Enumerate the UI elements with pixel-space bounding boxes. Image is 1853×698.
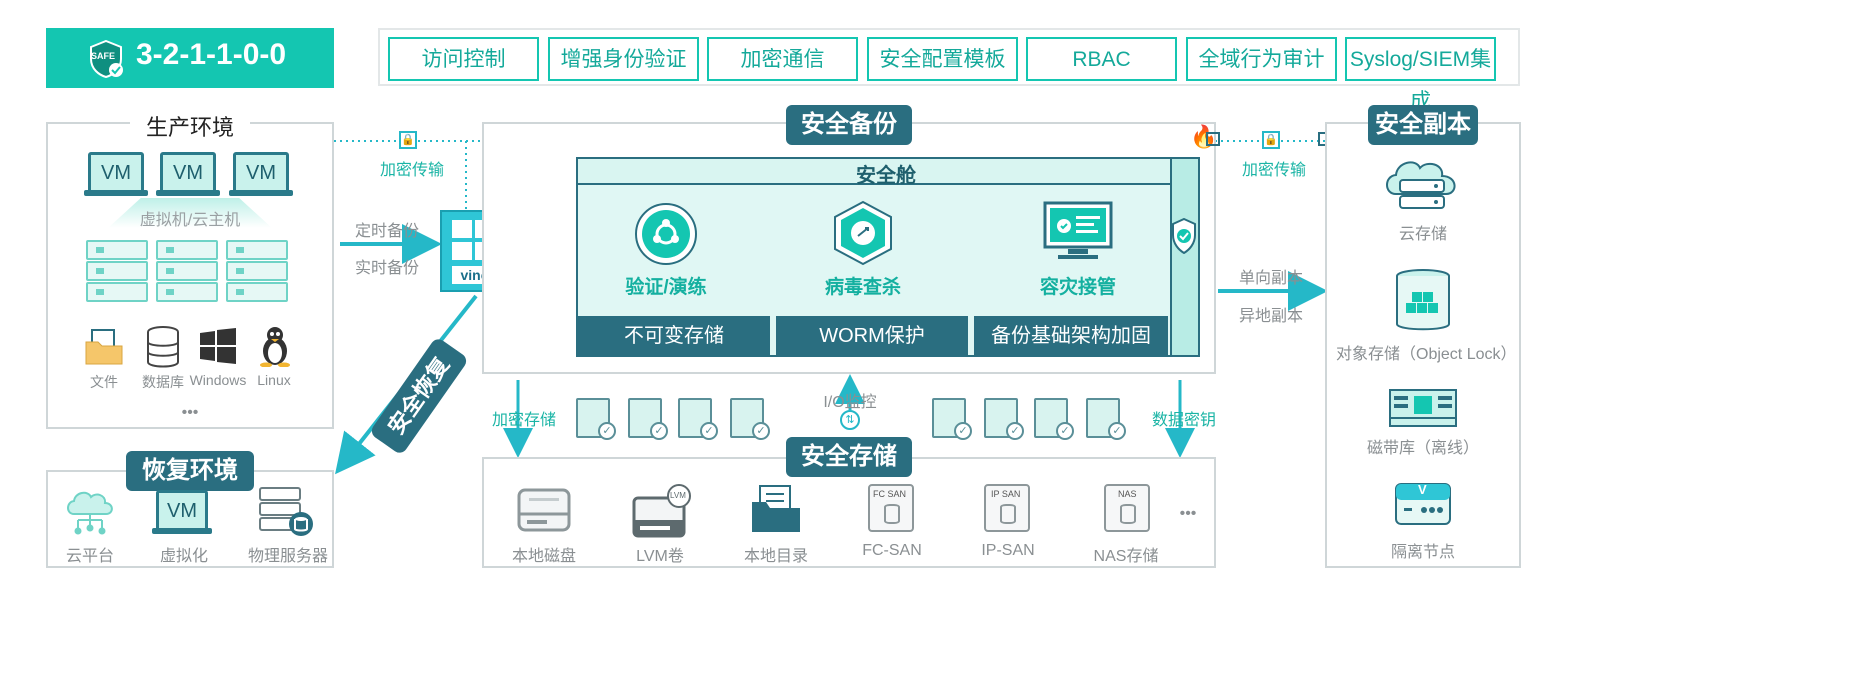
- recovery-item-label: 物理服务器: [247, 548, 328, 565]
- os-label: 文件: [90, 374, 118, 390]
- feature-tag: RBAC: [1026, 37, 1177, 81]
- object-storage-icon: [1394, 268, 1452, 337]
- vm-icon: VM: [160, 152, 216, 194]
- recovery-item-label: 虚拟化: [159, 548, 208, 565]
- storage-label: NAS存储: [1093, 548, 1159, 565]
- realtime-backup-label: 实时备份: [355, 260, 420, 277]
- feature-tag: 增强身份验证: [548, 37, 699, 81]
- immutable-storage-bar: 不可变存储: [578, 316, 770, 356]
- shield-check-icon: [1172, 217, 1196, 259]
- worm-protection-bar: WORM保护: [776, 316, 968, 356]
- verify-drill-icon: [634, 202, 698, 271]
- windows-icon: [200, 328, 236, 369]
- safe-shield-icon: SAFE: [88, 39, 124, 79]
- recovery-item-label: 云平台: [65, 548, 114, 565]
- scheduled-backup-label: 定时备份: [355, 223, 420, 240]
- one-way-copy-label: 单向副本: [1238, 270, 1303, 287]
- fc-san-icon: FC SAN: [868, 484, 914, 532]
- vm-caption: 虚拟机/云主机: [139, 212, 241, 229]
- copy-label: 对象存储（Object Lock）: [1336, 346, 1517, 363]
- os-label: Windows: [189, 372, 247, 388]
- tape-library-icon: [1388, 388, 1458, 433]
- copy-label: 隔离节点: [1390, 544, 1455, 561]
- local-directory-icon: [750, 484, 802, 539]
- nas-icon: NAS: [1104, 484, 1150, 532]
- storage-label: 本地目录: [743, 548, 808, 565]
- storage-label: IP-SAN: [981, 542, 1035, 559]
- io-monitor-label: I/O监控: [823, 394, 877, 411]
- brand-text: 3-2-1-1-0-0: [136, 38, 287, 71]
- isolated-node-icon: V: [1394, 482, 1452, 526]
- encrypted-storage-label: 加密存储: [492, 412, 557, 429]
- os-label: Linux: [257, 372, 291, 388]
- local-disk-icon: [517, 486, 571, 539]
- cloud-storage-icon: [1382, 154, 1464, 219]
- vault-title: 安全舱: [856, 165, 916, 187]
- database-icon: [146, 326, 180, 373]
- feature-tag: 全域行为审计: [1186, 37, 1337, 81]
- encrypted-transfer-label: 加密传输: [1242, 162, 1307, 179]
- fc-san-badge: FC SAN: [873, 489, 907, 499]
- physical-server-icon: [256, 486, 318, 543]
- copy-label: 云存储: [1398, 226, 1447, 243]
- storage-label: FC-SAN: [862, 542, 922, 559]
- more-dots: •••: [181, 404, 199, 421]
- step-label: 病毒查杀: [824, 277, 901, 298]
- offsite-copy-label: 异地副本: [1238, 308, 1303, 325]
- isolated-node-badge: V: [1418, 482, 1427, 497]
- storage-more-dots: •••: [1179, 505, 1197, 522]
- nas-badge: NAS: [1118, 489, 1137, 499]
- storage-label: LVM卷: [636, 548, 684, 565]
- feature-tag: 安全配置模板: [867, 37, 1018, 81]
- secure-backup-title: 安全备份: [786, 105, 912, 145]
- folder-icon: [84, 328, 124, 371]
- copy-label: 磁带库（离线）: [1366, 440, 1479, 457]
- io-monitor-icon: ⇅: [840, 410, 860, 430]
- firewall-icon: [1206, 132, 1220, 146]
- antivirus-icon: [832, 200, 894, 271]
- os-label: 数据库: [142, 374, 184, 390]
- storage-label: 本地磁盘: [511, 548, 576, 565]
- step-label: 容灾接管: [1039, 277, 1116, 298]
- ip-san-badge: IP SAN: [991, 489, 1021, 499]
- secure-copy-title: 安全副本: [1368, 105, 1478, 145]
- ip-san-icon: IP SAN: [984, 484, 1030, 532]
- data-key-label: 数据密钥: [1152, 412, 1217, 429]
- virtualization-vm-icon: VM: [156, 490, 208, 532]
- safe-badge-text: SAFE: [91, 51, 116, 61]
- recovery-title: 恢复环境: [126, 451, 254, 491]
- cloud-platform-icon: [64, 486, 116, 541]
- disaster-takeover-icon: [1042, 200, 1114, 267]
- step-label: 验证/演练: [625, 277, 707, 298]
- feature-tag: 访问控制: [388, 37, 539, 81]
- production-title: 生产环境: [130, 110, 250, 142]
- linux-icon: [258, 325, 292, 372]
- feature-tag: Syslog/SIEM集成: [1345, 37, 1496, 113]
- lvm-badge: LVM: [670, 491, 686, 500]
- encrypted-transfer-label: 加密传输: [380, 162, 445, 179]
- lock-icon: 🔒: [1262, 131, 1280, 149]
- infrastructure-hardening-bar: 备份基础架构加固: [974, 316, 1168, 356]
- lvm-volume-icon: LVM: [632, 484, 694, 543]
- feature-tag: 加密通信: [707, 37, 858, 81]
- secure-storage-title: 安全存储: [786, 437, 912, 477]
- brand-banner: SAFE 3-2-1-1-0-0: [46, 28, 334, 88]
- lock-icon: 🔒: [399, 131, 417, 149]
